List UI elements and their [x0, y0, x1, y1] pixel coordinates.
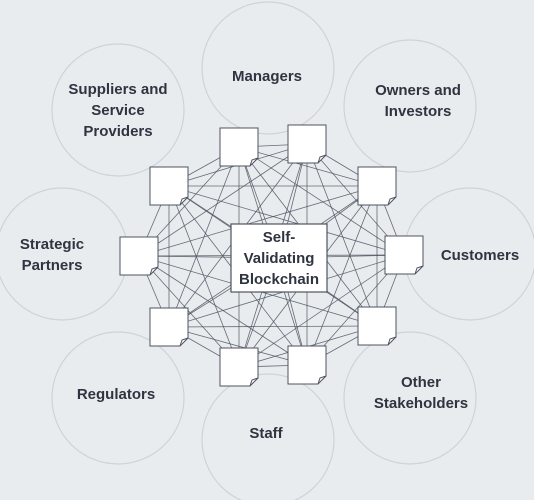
ledger-node-body [287, 345, 327, 385]
stakeholder-label-customers: Customers [410, 245, 534, 266]
ledger-node-body [149, 307, 189, 347]
ledger-node [357, 306, 397, 346]
network-connection-line [138, 185, 378, 257]
network-connection-line [168, 185, 405, 256]
stakeholder-label-managers: Managers [197, 66, 337, 87]
center-label-line: Validating [243, 249, 315, 267]
stakeholder-label-regulators: Regulators [46, 384, 186, 405]
network-connection-line [138, 255, 308, 366]
ledger-node [149, 307, 189, 347]
network-connection-line [306, 185, 378, 366]
ledger-node [384, 235, 424, 275]
network-connection-line [238, 146, 378, 187]
network-connection-line [168, 185, 240, 368]
stakeholder-label-line: Staff [249, 424, 283, 442]
ledger-node-fold [387, 336, 397, 346]
ledger-node [357, 166, 397, 206]
ledger-node-fold [414, 265, 424, 275]
ledger-node-body [219, 127, 259, 167]
ledger-nodes [119, 124, 424, 387]
stakeholder-circle-suppliers-and-service-providers [51, 43, 185, 177]
center-label-line: Self- [262, 228, 296, 246]
ledger-node-fold [249, 377, 259, 387]
stakeholder-circle-regulators [51, 331, 185, 465]
ledger-node-fold [317, 375, 327, 385]
stakeholder-label-line: Service [91, 101, 145, 119]
ledger-node-fold [149, 266, 159, 276]
ledger-node [287, 345, 327, 385]
stakeholder-label-line: Managers [231, 67, 303, 85]
ledger-node-fold [179, 337, 189, 347]
ledger-node [287, 124, 327, 164]
ledger-node-body [219, 347, 259, 387]
ledger-node [219, 127, 259, 167]
network-connection-line [306, 143, 378, 327]
stakeholder-label-line: Investors [384, 103, 452, 120]
network-connection-line [168, 325, 378, 328]
network-connection-line [238, 146, 405, 256]
ledger-node [219, 347, 259, 387]
stakeholder-label-line: Regulators [76, 385, 156, 403]
stakeholder-label-line: Suppliers and [68, 80, 168, 98]
ledger-node-body [384, 235, 424, 275]
stakeholder-circle-staff [201, 373, 335, 500]
ledger-node [119, 236, 159, 276]
ledger-node-body [287, 124, 327, 164]
stakeholder-label-line: Customers [440, 246, 520, 264]
ledger-node-fold [387, 196, 397, 206]
ledger-node-fold [179, 196, 189, 206]
stakeholder-label-staff: Staff [196, 423, 336, 444]
ledger-node-fold [249, 157, 259, 167]
network-connection-line [168, 326, 308, 366]
stakeholder-circle-owners-and-investors [343, 39, 477, 173]
ledger-node-body [149, 166, 189, 206]
stakeholder-label-line: Stakeholders [373, 395, 469, 412]
stakeholder-circle-other-stakeholders [343, 331, 477, 465]
ledger-node-fold [317, 154, 327, 164]
center-box-layer [230, 223, 328, 293]
stakeholder-label-line: Owners and [375, 82, 461, 99]
ledger-node-body [357, 166, 397, 206]
stakeholder-label-line: Providers [83, 122, 153, 140]
stakeholder-label-line: Strategic [19, 236, 85, 253]
ledger-node [149, 166, 189, 206]
ledger-node-body [119, 236, 159, 276]
network-connections [138, 143, 405, 368]
center-blockchain-label: Self- Validating Blockchain [231, 224, 327, 292]
network-connection-line [138, 143, 308, 257]
stakeholder-label-line: Partners [21, 257, 83, 274]
ledger-node-body [357, 306, 397, 346]
stakeholder-label-line: Other [400, 374, 441, 391]
stakeholder-circle-managers [201, 1, 335, 135]
center-label-line: Blockchain [238, 270, 320, 288]
center-blockchain-box [230, 223, 328, 293]
network-connection-line [238, 254, 405, 368]
